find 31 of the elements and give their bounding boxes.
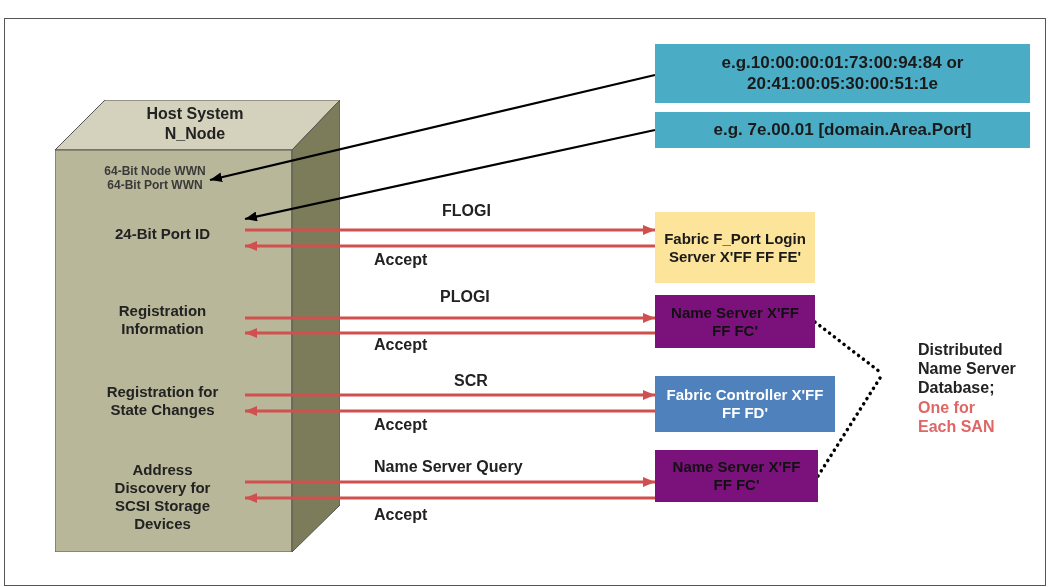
server-box: Fabric F_Port Login Server X'FF FF FE'	[655, 212, 815, 283]
arrow	[209, 73, 656, 183]
arrow	[245, 406, 655, 416]
server-box: Fabric Controller X'FF FF FD'	[655, 376, 835, 432]
arrow	[245, 390, 655, 400]
port-id-label: 24-Bit Port ID	[80, 215, 245, 253]
server-box: Name Server X'FF FF FC'	[655, 295, 815, 348]
edge-label: Accept	[372, 336, 430, 354]
edge-label: Name Server Query	[372, 458, 525, 476]
note-text: Distributed Name Server Database;	[918, 340, 1017, 398]
arrow	[245, 328, 655, 338]
dotted-line	[816, 376, 882, 478]
block-heading: Host System N_Node	[145, 104, 245, 144]
edge-label: Accept	[372, 416, 430, 434]
address-example-box: e.g. 7e.00.01 [domain.Area.Port]	[655, 112, 1030, 148]
note-highlight-text: One for Each SAN	[918, 397, 996, 436]
address-example-box: e.g.10:00:00:01:73:00:94:84 or 20:41:00:05:30:00:51:1e	[655, 44, 1030, 103]
function-label: Registration Information	[80, 295, 245, 345]
wwn-label: 64-Bit Node WWN 64-Bit Port WWN	[100, 158, 210, 198]
arrow	[245, 493, 655, 503]
function-label: Address Discovery for SCSI Storage Devices	[80, 450, 245, 544]
arrow	[245, 477, 655, 487]
edge-label: Accept	[372, 251, 430, 269]
server-box: Name Server X'FF FF FC'	[655, 450, 818, 502]
dotted-line	[813, 320, 882, 374]
arrow	[245, 241, 655, 251]
function-label: Registration for State Changes	[80, 365, 245, 437]
arrow	[245, 225, 655, 235]
arrow	[244, 128, 656, 222]
edge-label: Accept	[372, 506, 430, 524]
arrow	[245, 313, 655, 323]
